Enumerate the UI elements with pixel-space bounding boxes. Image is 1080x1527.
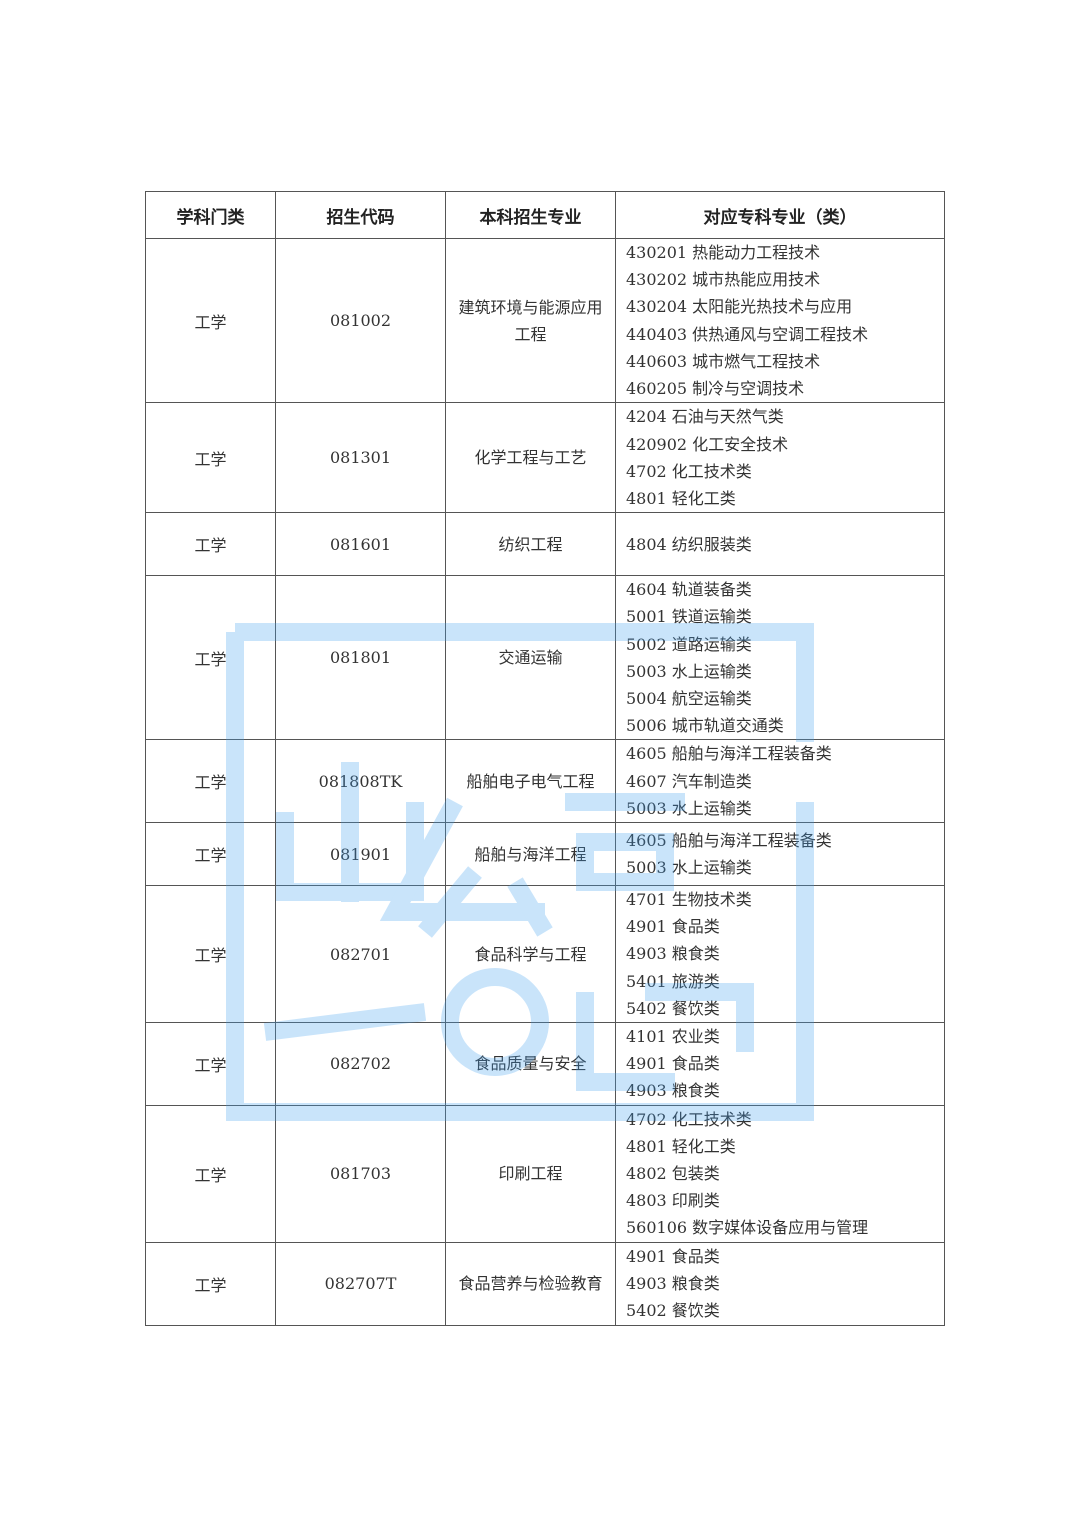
related-major-item: 5004 航空运输类 xyxy=(626,689,752,709)
related-major-item: 4702 化工技术类 xyxy=(626,1109,752,1129)
header-category: 学科门类 xyxy=(145,191,276,239)
category-cell: 工学 xyxy=(145,1241,276,1326)
category-cell: 工学 xyxy=(145,822,276,887)
major-cell: 船舶与海洋工程 xyxy=(445,822,616,887)
major-cell: 印刷工程 xyxy=(445,1104,616,1243)
related-majors-cell: 4101 农业类 4901 食品类 4903 粮食类 xyxy=(615,1022,945,1106)
related-major-item: 430202 城市热能应用技术 xyxy=(626,270,821,290)
related-major-item: 4901 食品类 xyxy=(626,1054,720,1074)
major-cell: 食品科学与工程 xyxy=(445,885,616,1024)
category-cell: 工学 xyxy=(145,512,276,577)
related-major-item: 4607 汽车制造类 xyxy=(626,771,752,791)
major-cell: 食品营养与检验教育 xyxy=(445,1241,616,1326)
related-majors-cell: 430201 热能动力工程技术 430202 城市热能应用技术 430204 太阳能… xyxy=(615,237,945,404)
related-major-item: 4701 生物技术类 xyxy=(626,890,752,910)
related-major-item: 4702 化工技术类 xyxy=(626,461,752,481)
related-major-item: 440603 城市燃气工程技术 xyxy=(626,351,821,371)
code-cell: 082701 xyxy=(275,885,446,1024)
code-cell: 082707T xyxy=(275,1241,446,1326)
related-major-item: 4901 食品类 xyxy=(626,917,720,937)
major-cell: 建筑环境与能源应用工程 xyxy=(445,237,616,404)
code-cell: 081801 xyxy=(275,575,446,741)
related-major-item: 5003 水上运输类 xyxy=(626,858,752,878)
header-related: 对应专科专业（类） xyxy=(615,191,945,239)
related-major-item: 4605 船舶与海洋工程装备类 xyxy=(626,744,832,764)
code-cell: 081703 xyxy=(275,1104,446,1243)
related-majors-cell: 4204 石油与天然气类 420902 化工安全技术 4702 化工技术类 4801 … xyxy=(615,402,945,514)
related-major-item: 4605 船舶与海洋工程装备类 xyxy=(626,830,832,850)
related-major-item: 4604 轨道装备类 xyxy=(626,580,752,600)
related-major-item: 4101 农业类 xyxy=(626,1027,720,1047)
related-major-item: 460205 制冷与空调技术 xyxy=(626,379,805,399)
category-cell: 工学 xyxy=(145,402,276,514)
code-cell: 082702 xyxy=(275,1022,446,1106)
related-major-item: 4801 轻化工类 xyxy=(626,1136,736,1156)
related-major-item: 5401 旅游类 xyxy=(626,971,720,991)
related-major-item: 430201 热能动力工程技术 xyxy=(626,243,821,262)
related-major-item: 4801 轻化工类 xyxy=(626,488,736,508)
major-cell: 纺织工程 xyxy=(445,512,616,577)
related-major-item: 4903 粮食类 xyxy=(626,1081,720,1101)
code-cell: 081301 xyxy=(275,402,446,514)
related-majors-cell: 4901 食品类 4903 粮食类 5402 餐饮类 xyxy=(615,1241,945,1326)
code-cell: 081901 xyxy=(275,822,446,887)
major-cell: 交通运输 xyxy=(445,575,616,741)
category-cell: 工学 xyxy=(145,575,276,741)
major-cell: 船舶电子电气工程 xyxy=(445,739,616,824)
related-major-item: 4903 粮食类 xyxy=(626,944,720,964)
related-major-item: 430204 太阳能光热技术与应用 xyxy=(626,297,853,317)
related-major-item: 440403 供热通风与空调工程技术 xyxy=(626,324,869,344)
code-cell: 081808TK xyxy=(275,739,446,824)
related-majors-cell: 4605 船舶与海洋工程装备类 5003 水上运输类 xyxy=(615,822,945,887)
header-code: 招生代码 xyxy=(275,191,446,239)
related-major-item: 5003 水上运输类 xyxy=(626,798,752,818)
code-cell: 081002 xyxy=(275,237,446,404)
table-header-row: 学科门类 招生代码 本科招生专业 对应专科专业（类） xyxy=(145,191,945,239)
related-major-item: 4802 包装类 xyxy=(626,1164,720,1184)
related-major-item: 4803 印刷类 xyxy=(626,1191,720,1211)
related-majors-cell: 4804 纺织服装类 xyxy=(615,512,945,577)
header-major: 本科招生专业 xyxy=(445,191,616,239)
related-major-item: 5002 道路运输类 xyxy=(626,634,752,654)
related-major-item: 5003 水上运输类 xyxy=(626,661,752,681)
category-cell: 工学 xyxy=(145,1022,276,1106)
related-major-item: 420902 化工安全技术 xyxy=(626,434,789,454)
related-majors-cell: 4702 化工技术类 4801 轻化工类 4802 包装类 4803 印刷类 56010… xyxy=(615,1104,945,1243)
related-major-item: 4204 石油与天然气类 xyxy=(626,407,784,427)
related-major-item: 5402 餐饮类 xyxy=(626,1301,720,1321)
major-cell: 化学工程与工艺 xyxy=(445,402,616,514)
related-majors-cell: 4701 生物技术类 4901 食品类 4903 粮食类 5401 旅游类 5402 餐… xyxy=(615,885,945,1024)
related-major-item: 560106 数字媒体设备应用与管理 xyxy=(626,1218,869,1238)
major-cell: 食品质量与安全 xyxy=(445,1022,616,1106)
category-cell: 工学 xyxy=(145,885,276,1024)
related-major-item: 5402 餐饮类 xyxy=(626,998,720,1018)
related-major-item: 5001 铁道运输类 xyxy=(626,607,752,627)
related-major-item: 4901 食品类 xyxy=(626,1246,720,1266)
code-cell: 081601 xyxy=(275,512,446,577)
related-major-item: 4903 粮食类 xyxy=(626,1274,720,1294)
category-cell: 工学 xyxy=(145,237,276,404)
related-major-item: 5006 城市轨道交通类 xyxy=(626,716,784,736)
category-cell: 工学 xyxy=(145,1104,276,1243)
related-majors-cell: 4605 船舶与海洋工程装备类 4607 汽车制造类 5003 水上运输类 xyxy=(615,739,945,824)
category-cell: 工学 xyxy=(145,739,276,824)
related-major-item: 4804 纺织服装类 xyxy=(626,534,752,554)
related-majors-cell: 4604 轨道装备类 5001 铁道运输类 5002 道路运输类 5003 水上运输类… xyxy=(615,575,945,741)
